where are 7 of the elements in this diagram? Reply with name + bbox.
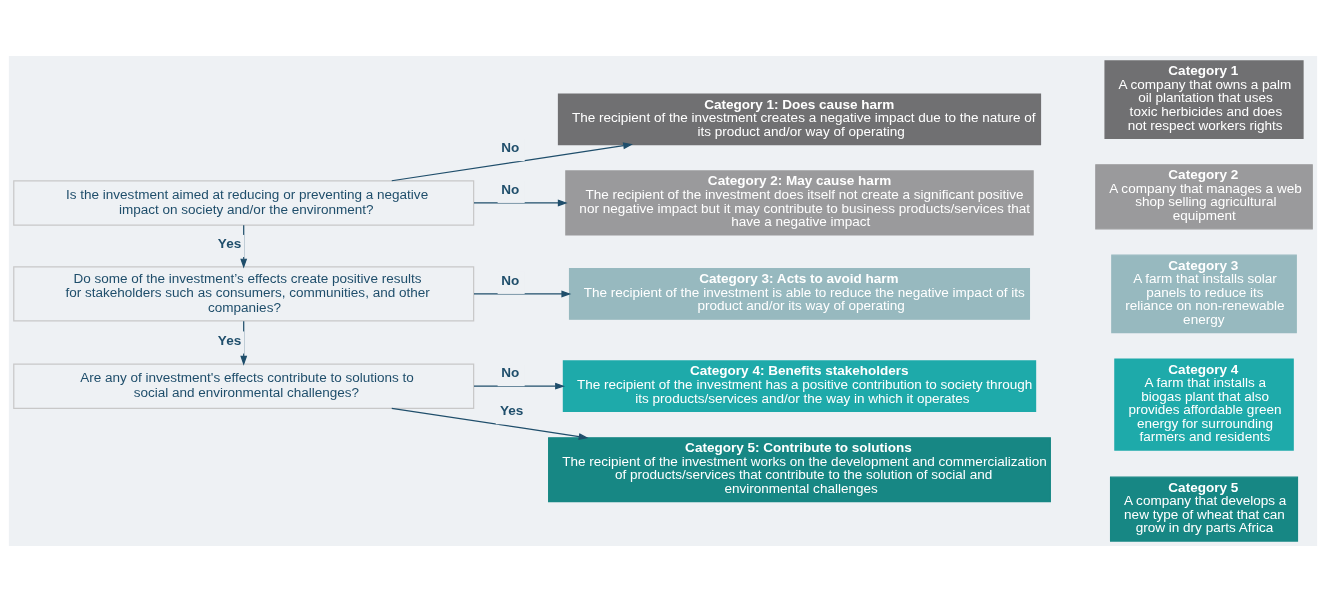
edge-label: No: [501, 139, 520, 155]
edge-label: No: [501, 272, 520, 288]
edge-label: No: [501, 181, 520, 197]
edge-label: Yes: [217, 235, 242, 251]
edge-label: Yes: [217, 332, 242, 348]
edge-label: No: [501, 364, 520, 380]
edge-label: Yes: [500, 402, 524, 418]
